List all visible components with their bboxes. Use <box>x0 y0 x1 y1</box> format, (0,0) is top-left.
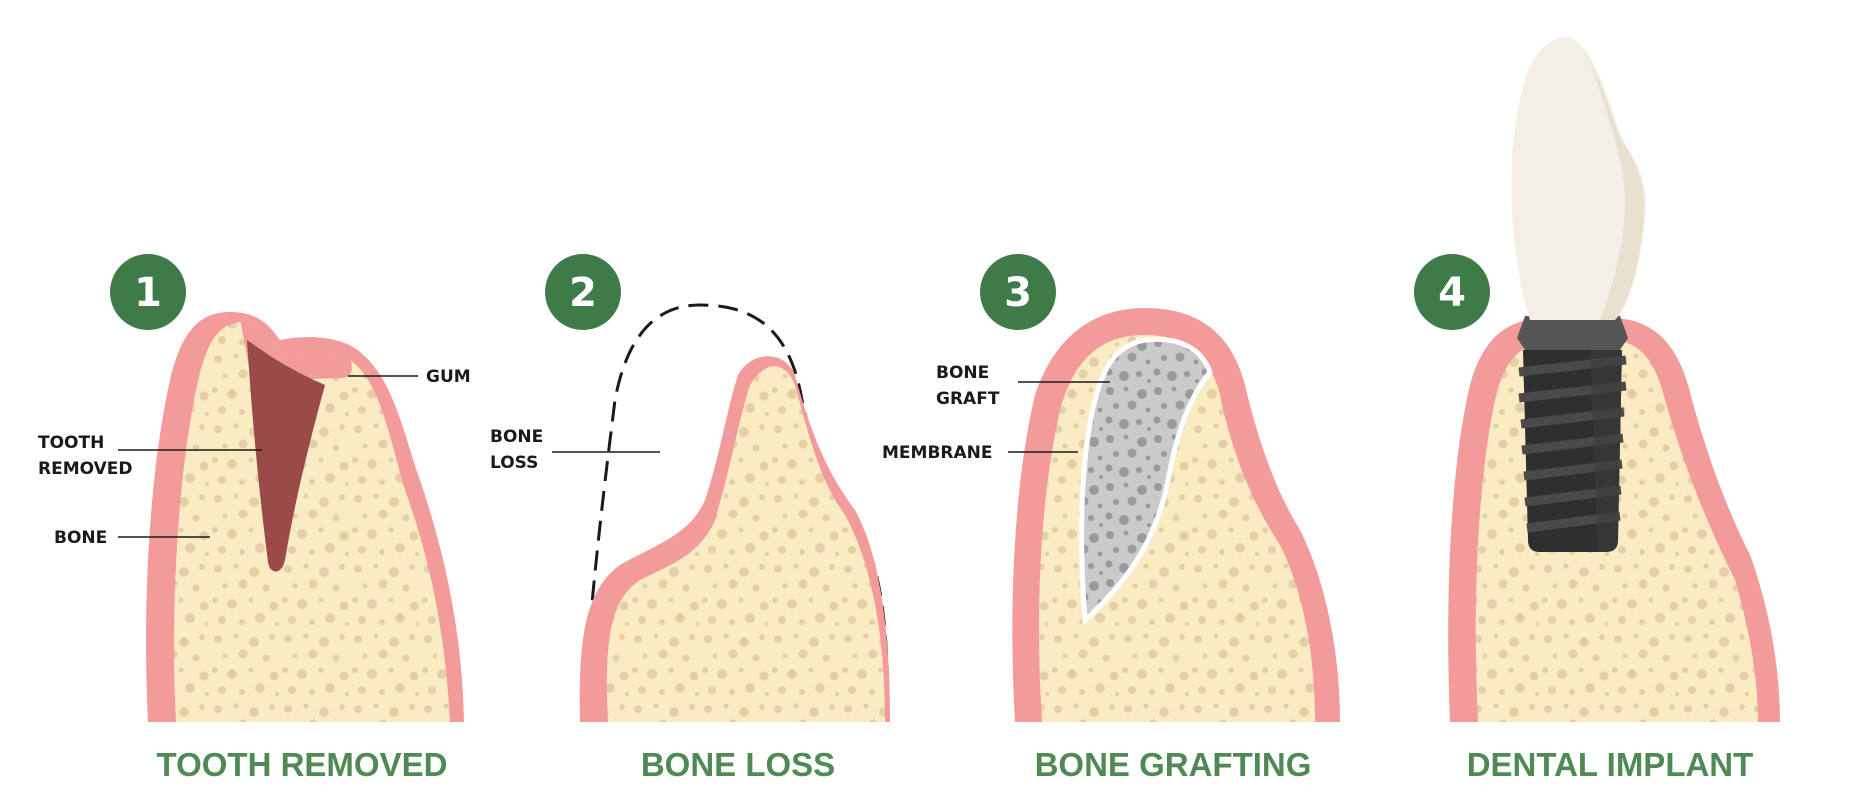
panel-2: 2 BONE LOSS BONE LOSS <box>490 254 890 783</box>
step-badge-2 <box>545 254 621 330</box>
caption-bone-loss: BONE LOSS <box>641 746 835 783</box>
step-number: 1 <box>134 270 162 316</box>
bone-label: BONE <box>54 528 107 548</box>
bone-graft-label-line1: BONE <box>936 363 989 383</box>
caption-bone-grafting: BONE GRAFTING <box>1035 746 1312 783</box>
bone <box>174 321 450 722</box>
crown <box>1511 36 1646 321</box>
tooth-label-line1: TOOTH <box>38 433 104 453</box>
bone <box>606 366 885 722</box>
step-badge-3 <box>980 254 1056 330</box>
panel-4: 4 DENTAL IMPLANT <box>1414 36 1780 783</box>
tooth-socket <box>247 340 325 572</box>
step-badge-1 <box>110 254 186 330</box>
abutment <box>1517 316 1628 350</box>
caption-dental-implant: DENTAL IMPLANT <box>1467 746 1754 783</box>
bone-loss-label-line1: BONE <box>490 427 543 447</box>
tooth-label-line2: REMOVED <box>38 459 133 479</box>
panel-3: 3 BONE GRAFT MEMBRANE BONE GRAFTING <box>882 254 1340 783</box>
step-badge-4 <box>1414 254 1490 330</box>
step-number: 3 <box>1004 270 1032 316</box>
gum-label: GUM <box>426 367 471 387</box>
caption-tooth-removed: TOOTH REMOVED <box>157 746 448 783</box>
step-number: 4 <box>1438 270 1466 316</box>
implant-screw <box>1518 350 1627 552</box>
bone-graft <box>1079 336 1213 626</box>
step-number: 2 <box>569 270 597 316</box>
membrane-label: MEMBRANE <box>882 443 993 463</box>
bone-graft-label-line2: GRAFT <box>936 389 1000 409</box>
panel-1: 1 GUM TOOTH REMOVED BONE TOOTH REMOVED <box>38 254 471 783</box>
bone-loss-label-line2: LOSS <box>490 453 538 473</box>
